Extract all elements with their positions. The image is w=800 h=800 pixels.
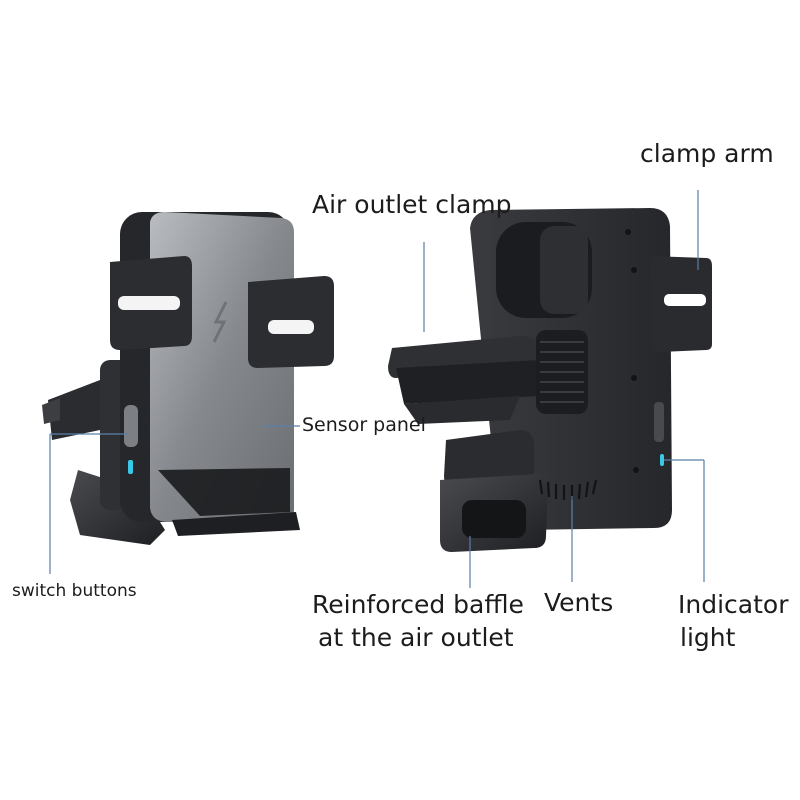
vent-clip-left — [48, 380, 100, 440]
bottom-support-left — [172, 512, 300, 536]
label-vents: Vents — [544, 588, 614, 617]
label-indicator-light-2: light — [680, 623, 736, 652]
indicator-led-left — [128, 460, 133, 474]
hinge — [444, 430, 534, 486]
label-indicator-light-1: Indicator — [678, 590, 789, 619]
indicator-led-right — [660, 454, 664, 466]
charging-bolt-icon — [212, 301, 228, 343]
leader-lines — [49, 190, 705, 588]
back-view-holder — [388, 208, 712, 552]
label-air-outlet-clamp: Air outlet clamp — [312, 190, 512, 219]
label-switch-buttons: switch buttons — [12, 581, 137, 601]
label-sensor-panel: Sensor panel — [302, 414, 426, 436]
label-reinforced-baffle-2: at the air outlet — [318, 623, 514, 652]
switch-button — [124, 405, 138, 447]
label-clamp-arm: clamp arm — [640, 139, 774, 168]
front-view-holder — [42, 212, 334, 545]
label-reinforced-baffle-1: Reinforced baffle — [312, 590, 524, 619]
